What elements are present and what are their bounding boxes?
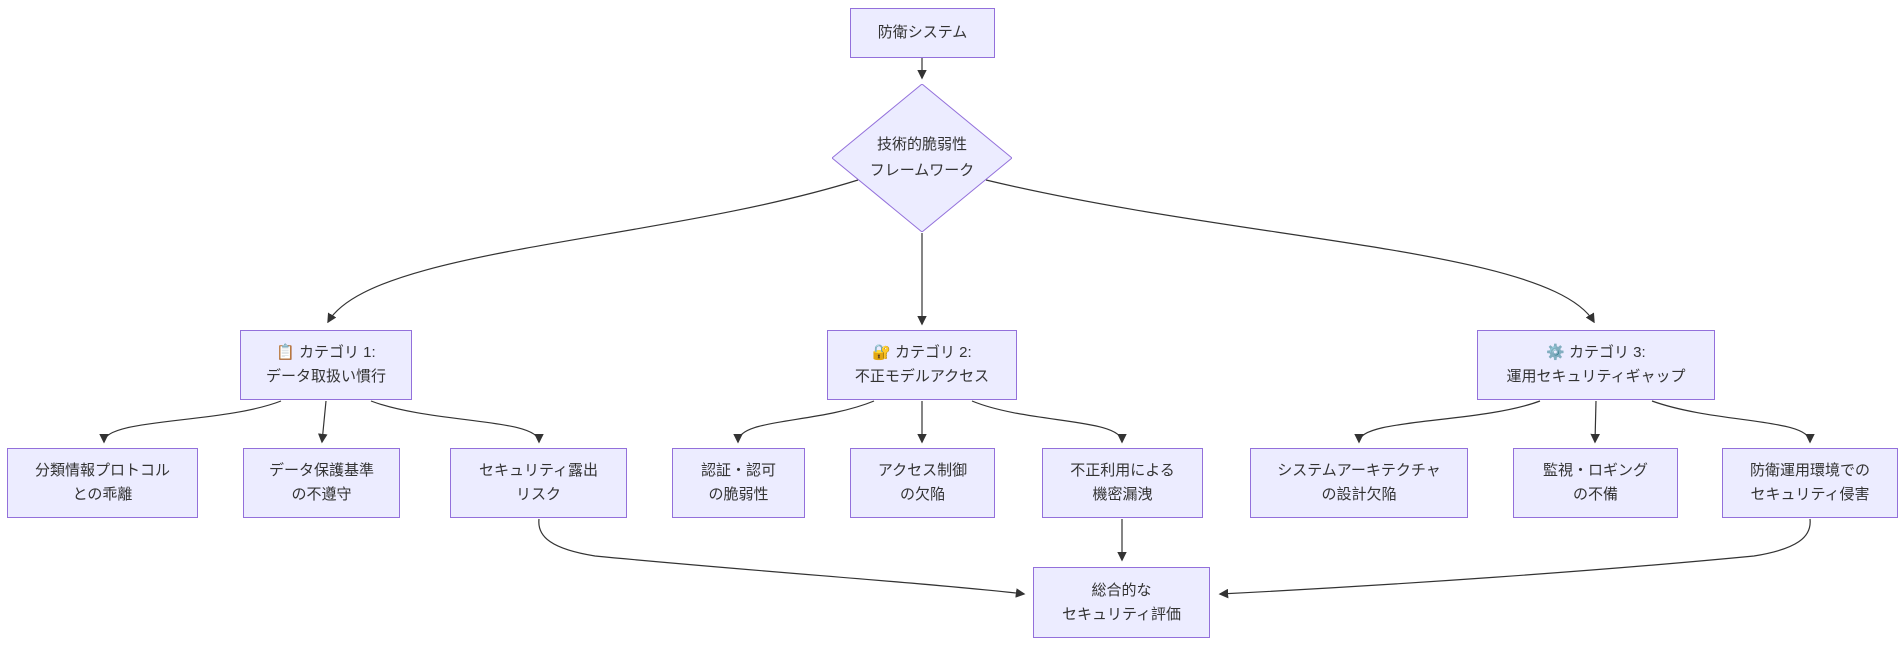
- node-misuse-confidential-leak: 不正利用による 機密漏洩: [1042, 448, 1203, 518]
- diamond-shape: [832, 84, 1012, 232]
- edge-cat1-leaf3: [370, 400, 544, 444]
- node-category3-operational-security-gap: ⚙️カテゴリ 3: 運用セキュリティギャップ: [1477, 330, 1715, 400]
- edge-leaf3-summary: [538, 518, 1026, 598]
- node-label-line1: 防衛運用環境での: [1749, 462, 1870, 479]
- edge-cat3-leaf7: [1354, 400, 1541, 444]
- node-overall-security-assessment: 総合的な セキュリティ評価: [1033, 567, 1210, 638]
- edge-cat1-leaf1: [99, 400, 282, 444]
- node-label-line1: アクセス制御: [877, 462, 968, 479]
- node-label-line1: 🔐カテゴリ 2:: [872, 341, 971, 365]
- node-label-line2: の設計欠陥: [1321, 486, 1397, 503]
- node-label-line1: 分類情報プロトコル: [34, 462, 170, 479]
- node-category2-unauthorized-model-access: 🔐カテゴリ 2: 不正モデルアクセス: [827, 330, 1017, 400]
- node-label-line1: 総合的な: [1091, 581, 1152, 599]
- node-label-line1: システムアーキテクチャ: [1277, 462, 1441, 479]
- node-technical-vulnerability-framework: 技術的脆弱性 フレームワーク: [832, 84, 1012, 232]
- edge-cat2-leaf6: [971, 400, 1127, 444]
- node-label-line2: の不備: [1572, 486, 1618, 503]
- category2-title: カテゴリ 2:: [895, 344, 972, 361]
- edge-framework-cat1: [327, 179, 859, 324]
- node-label-line1: ⚙️カテゴリ 3:: [1546, 341, 1645, 365]
- diamond-label: 技術的脆弱性 フレームワーク: [870, 132, 975, 184]
- gear-icon: ⚙️: [1546, 344, 1565, 361]
- node-label-line1: 📋カテゴリ 1:: [276, 341, 375, 365]
- node-label-line2: フレームワーク: [869, 162, 975, 179]
- node-classified-info-protocol-deviation: 分類情報プロトコル との乖離: [7, 448, 198, 518]
- edge-leaf9-summary: [1218, 518, 1811, 599]
- category1-title: カテゴリ 1:: [299, 344, 376, 361]
- node-data-protection-noncompliance: データ保護基準 の不遵守: [243, 448, 400, 518]
- node-label-line2: リスク: [515, 486, 561, 503]
- node-label-line1: 技術的脆弱性: [876, 136, 967, 153]
- node-label-line1: データ保護基準: [268, 462, 374, 479]
- node-label-line2: データ取扱い慣行: [265, 368, 386, 385]
- node-label-line2: の欠陥: [899, 486, 945, 503]
- node-authentication-authorization-vulnerability: 認証・認可 の脆弱性: [672, 448, 805, 518]
- edge-cat1-leaf2: [318, 400, 328, 444]
- node-label-line2: 運用セキュリティギャップ: [1506, 368, 1686, 385]
- node-monitoring-logging-deficiency: 監視・ロギング の不備: [1513, 448, 1678, 518]
- node-category1-data-handling: 📋カテゴリ 1: データ取扱い慣行: [240, 330, 412, 400]
- node-label-line2: の不遵守: [291, 486, 352, 503]
- node-label: 防衛システム: [877, 24, 968, 41]
- node-label-line2: の脆弱性: [708, 486, 769, 503]
- edge-cat2-leaf4: [733, 400, 875, 444]
- node-label-line2: 不正モデルアクセス: [854, 368, 990, 385]
- node-access-control-flaw: アクセス制御 の欠陥: [850, 448, 995, 518]
- node-label-line2: との乖離: [72, 486, 133, 503]
- lock-with-key-icon: 🔐: [872, 344, 891, 361]
- edge-cat3-leaf9: [1651, 400, 1815, 444]
- node-label-line1: セキュリティ露出: [478, 462, 599, 479]
- node-label-line2: 機密漏洩: [1092, 486, 1153, 503]
- node-defense-system: 防衛システム: [850, 8, 995, 58]
- node-system-architecture-design-flaw: システムアーキテクチャ の設計欠陥: [1250, 448, 1468, 518]
- node-label-line1: 認証・認可: [700, 462, 776, 479]
- node-defense-operational-environment-breach: 防衛運用環境での セキュリティ侵害: [1722, 448, 1898, 518]
- node-label-line1: 監視・ロギング: [1542, 462, 1648, 479]
- node-security-exposure-risk: セキュリティ露出 リスク: [450, 448, 627, 518]
- node-label-line2: セキュリティ侵害: [1750, 486, 1870, 503]
- node-label-line2: セキュリティ評価: [1061, 605, 1182, 623]
- clipboard-icon: 📋: [276, 344, 295, 361]
- category3-title: カテゴリ 3:: [1569, 344, 1646, 361]
- edge-cat3-leaf8: [1590, 400, 1600, 444]
- node-label-line1: 不正利用による: [1070, 462, 1175, 479]
- edge-framework-cat3: [985, 179, 1595, 324]
